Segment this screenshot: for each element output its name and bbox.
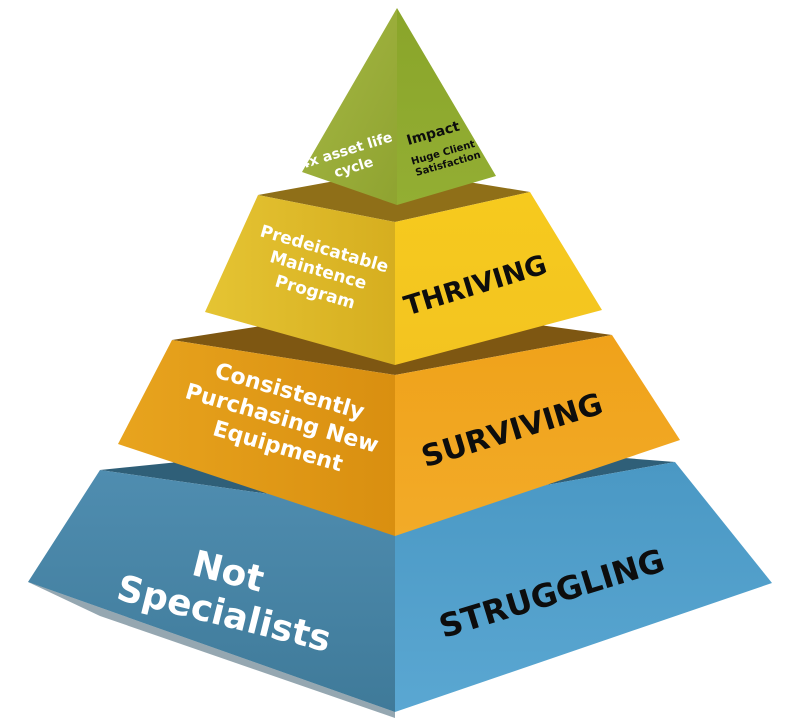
tier-struggling-face-right <box>395 462 772 712</box>
tier-thriving-face-left <box>205 195 395 365</box>
tier-thriving-face-right <box>395 192 602 365</box>
tier-surviving-face-right <box>395 335 680 536</box>
tier-top-face-left <box>302 8 397 205</box>
tier-struggling-shadow <box>28 582 395 718</box>
tier-surviving-face-left <box>118 340 395 536</box>
tier-top-face-right <box>397 8 496 205</box>
tier-struggling-face-left <box>28 470 395 712</box>
tier-top <box>302 8 496 205</box>
tier-thriving <box>205 170 602 365</box>
